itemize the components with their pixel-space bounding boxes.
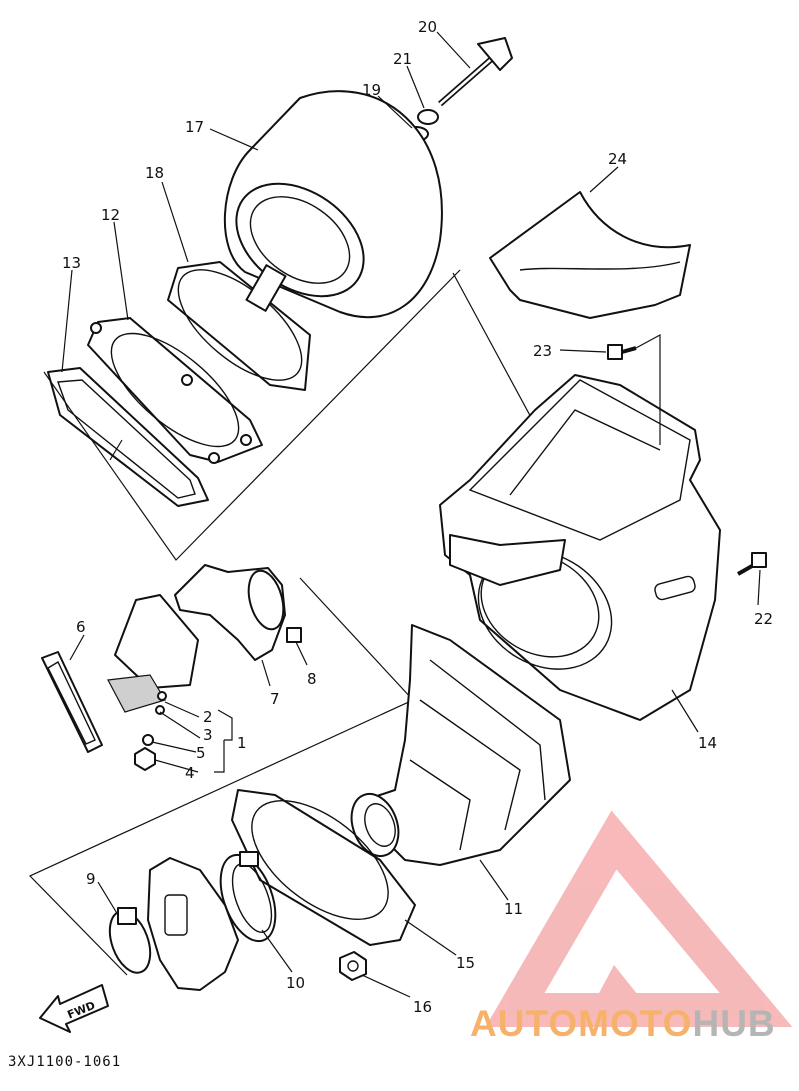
callout-3: 3 (203, 726, 213, 744)
reed-valve-part (107, 594, 199, 771)
callout-12: 12 (101, 206, 120, 224)
watermark-brand: AUTOMOTOHUB (470, 1003, 776, 1045)
callout-5: 5 (196, 744, 206, 762)
callout-labels: 20 21 19 17 18 12 13 24 23 22 14 6 7 8 2… (62, 18, 773, 1016)
callout-20: 20 (418, 18, 437, 36)
intake-manifold-part (174, 564, 286, 661)
leader-lines (61, 31, 761, 998)
callout-17: 17 (185, 118, 204, 136)
callout-14: 14 (698, 734, 717, 752)
watermark-brand-part2: HUB (692, 1003, 776, 1044)
air-duct-joint-part (350, 624, 571, 866)
air-filter-element-part (223, 90, 443, 319)
callout-1: 1 (237, 734, 247, 752)
callout-24: 24 (608, 150, 627, 168)
carburetor-part (147, 857, 239, 991)
callout-8: 8 (307, 670, 317, 688)
callout-18: 18 (145, 164, 164, 182)
watermark-brand-part1: AUTOMOTO (470, 1003, 693, 1044)
filter-guide-part (167, 261, 311, 391)
lock-washer-part (417, 109, 439, 125)
callout-10: 10 (286, 974, 305, 992)
reed-gasket-part (41, 651, 103, 753)
gasket-part (47, 367, 209, 507)
callout-7: 7 (270, 690, 280, 708)
callout-4: 4 (185, 764, 195, 782)
callout-9: 9 (86, 870, 96, 888)
callout-11: 11 (504, 900, 523, 918)
callout-13: 13 (62, 254, 81, 272)
wing-bolt-part (438, 37, 513, 107)
callout-21: 21 (393, 50, 412, 68)
screw-part (607, 344, 637, 360)
callout-16: 16 (413, 998, 432, 1016)
watermark-logo-icon (485, 810, 793, 1027)
side-cover-part (489, 191, 691, 319)
callout-2: 2 (203, 708, 213, 726)
forward-arrow-icon: FWD (39, 984, 109, 1033)
filter-plate-part (87, 317, 263, 464)
callout-22: 22 (754, 610, 773, 628)
joint-gasket-part (231, 789, 416, 946)
nut-part (339, 951, 367, 981)
hose-clamp-part (219, 851, 277, 943)
diagram-code: 3XJ1100-1061 (8, 1054, 122, 1070)
carb-clamp-part (108, 907, 152, 974)
callout-15: 15 (456, 954, 475, 972)
callout-6: 6 (76, 618, 86, 636)
bolt-part (737, 552, 767, 576)
callout-19: 19 (362, 81, 381, 99)
air-filter-case-part (439, 374, 721, 721)
manifold-bolt-part (286, 627, 302, 643)
callout-23: 23 (533, 342, 552, 360)
